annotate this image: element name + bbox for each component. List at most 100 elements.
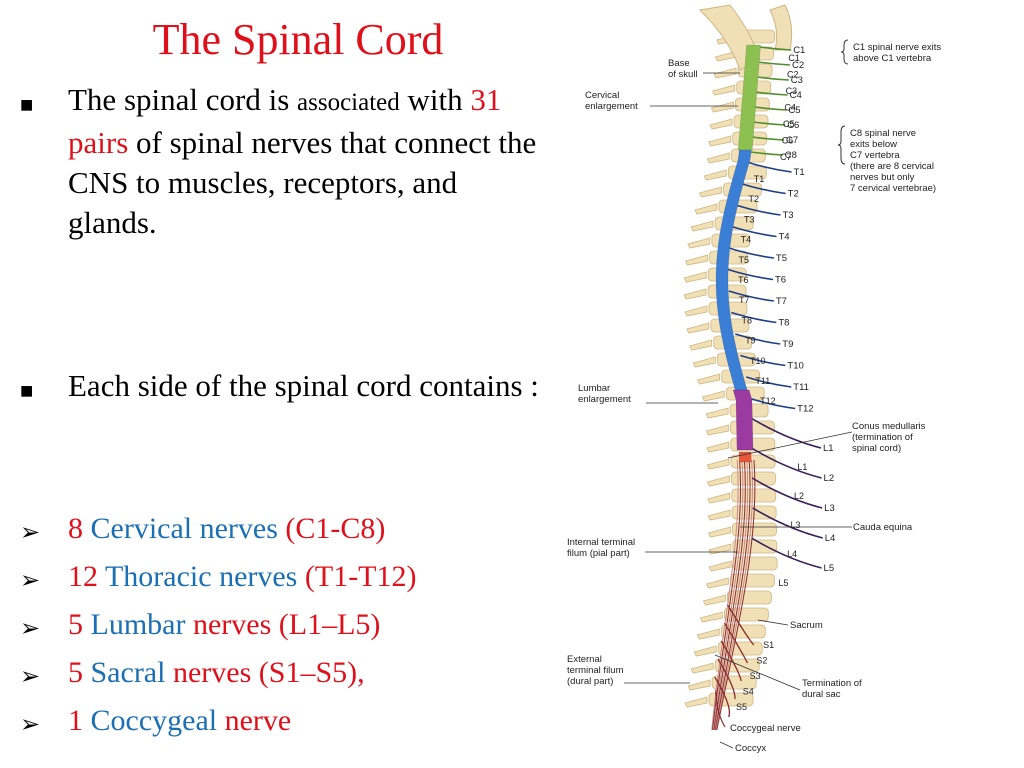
nerve-label-t5: T5: [776, 253, 787, 264]
vertebra-label-t4: T4: [741, 235, 752, 245]
vertebra-label-c6: C6: [782, 136, 794, 146]
cauda-equina-root: [711, 459, 739, 731]
nerve-label-t1: T1: [794, 167, 805, 178]
spinous-process: [698, 186, 722, 198]
label-coccygeal-nerve: Coccygeal nerve: [730, 723, 801, 734]
spinous-process: [696, 628, 720, 640]
bullet-paragraph-2: Each side of the spinal cord contains :: [68, 368, 539, 403]
nerve-range: nerves (L1–L5): [192, 608, 381, 641]
vertebra-label-t12: T12: [760, 396, 776, 406]
spinous-process: [707, 509, 731, 521]
spinal-nerve-c3: [756, 76, 789, 81]
annotation-labels: Base of skull Cervical enlargement Lumba…: [567, 42, 941, 754]
spinal-nerve-c8: [750, 151, 783, 156]
leader-line: [714, 654, 801, 691]
nerve-label-t6: T6: [775, 275, 786, 286]
spinal-nerve-t2: [740, 182, 786, 195]
nerve-item-cervical: 8 Cervical nerves (C1-C8): [68, 512, 385, 546]
nerve-label-t2: T2: [788, 189, 799, 200]
spinal-nerve-l1: [750, 417, 822, 449]
label-internal-filum-2: filum (pial part): [567, 548, 630, 559]
spinous-process: [707, 526, 731, 538]
nerve-label-t11: T11: [793, 382, 809, 393]
nerve-label-l2: L2: [824, 473, 835, 484]
spinous-process: [690, 662, 714, 674]
arrow-bullet-icon: ➢: [20, 664, 41, 690]
label-lumbar-enlargement-2: enlargement: [578, 394, 631, 405]
spinous-process: [706, 441, 730, 453]
spinous-process: [706, 152, 730, 164]
spinous-process: [683, 288, 707, 300]
label-c8-note-4: (there are 8 cervical: [850, 161, 934, 172]
bullet-1-highlight: 31 pairs: [68, 82, 502, 160]
cauda-equina-root: [716, 459, 756, 731]
label-coccyx: Coccyx: [735, 743, 766, 754]
label-conus-medullaris: Conus medullaris: [852, 421, 926, 432]
bullet-1-part-5: of spinal nerves that connect the CNS to…: [68, 125, 537, 240]
spinous-process: [709, 118, 733, 130]
spinal-nerve-t5: [728, 247, 775, 259]
label-internal-filum: Internal terminal: [567, 537, 635, 548]
coccygeal-nerve: [715, 689, 726, 728]
label-c8-note-5: nerves but only: [850, 172, 915, 183]
spinal-nerve-c6: [753, 121, 786, 126]
vertebra-label-s3: S3: [750, 671, 761, 681]
vertebra-label-t7: T7: [739, 295, 750, 305]
spinal-nerve-c4: [755, 91, 788, 96]
square-bullet-icon: ■: [20, 92, 34, 117]
nerve-range: (C1-C8): [285, 512, 386, 545]
spinal-nerve-t11: [746, 376, 792, 388]
nerve-label-t8: T8: [778, 318, 789, 329]
nerve-label-c1: C1: [793, 45, 805, 56]
nerve-label-c4: C4: [790, 90, 802, 101]
nerve-label-t4: T4: [778, 232, 789, 243]
vertebra-label-t9: T9: [745, 336, 756, 346]
vertebra-label-t1: T1: [754, 174, 765, 184]
vertebra-label-t11: T11: [755, 376, 770, 386]
vertebra-label-s5: S5: [736, 702, 747, 712]
arrow-bullet-icon: ➢: [20, 616, 41, 642]
vertebra-label-s4: S4: [743, 687, 754, 697]
spinal-nerve-c1: [759, 46, 792, 51]
nerve-label-t3: T3: [782, 210, 793, 221]
nerve-range: (T1-T12): [304, 560, 417, 593]
cauda-equina-root: [712, 459, 742, 731]
spinous-process: [708, 135, 732, 147]
nerve-count: 5: [68, 656, 83, 689]
vertebra-label-c4: C4: [784, 103, 796, 113]
vertebra-label-l4: L4: [787, 549, 797, 559]
label-dural-sac: Termination of: [802, 678, 862, 689]
label-cervical-enlargement: Cervical: [585, 90, 619, 101]
nerve-label-l5: L5: [824, 563, 835, 574]
spinal-nerve-t6: [727, 268, 774, 281]
spinous-process: [692, 356, 716, 368]
vertebra-label-t5: T5: [739, 255, 750, 265]
label-c1-note-2: above C1 vertebra: [853, 53, 932, 64]
vertebra-label-l2: L2: [794, 491, 804, 501]
spinous-process: [689, 339, 713, 351]
label-c8-note-3: C7 vertebra: [850, 150, 900, 161]
spinal-nerve-t12: [749, 397, 796, 410]
spinous-process: [693, 645, 717, 657]
spinal-nerve-t8: [731, 311, 777, 324]
label-conus-medullaris-3: spinal cord): [852, 443, 901, 454]
slide-title: The Spinal Cord: [152, 15, 444, 64]
spinal-nerve-l4: [752, 507, 823, 539]
nerve-item-coccygeal: 1 Coccygeal nerve: [68, 704, 291, 738]
nerve-labels: C1C2C3C4C5C6C7C8T1T2T3T4T5T6T7T8T9T10T11…: [775, 45, 835, 574]
nerve-item-thoracic: 12 Thoracic nerves (T1-T12): [68, 560, 417, 594]
nerve-label-t10: T10: [787, 361, 803, 372]
spinous-process: [708, 543, 732, 555]
nerve-item-sacral: 5 Sacral nerves (S1–S5),: [68, 656, 365, 690]
cauda-equina-root: [715, 459, 754, 731]
sacral-nerve-s3: [720, 640, 742, 682]
spinous-process: [684, 254, 708, 266]
cauda-equina-root: [714, 459, 751, 731]
spinous-process: [705, 407, 729, 419]
nerve-count: 12: [68, 560, 98, 593]
spinous-process: [707, 492, 731, 504]
arrow-bullet-icon: ➢: [20, 568, 41, 594]
vertebra-label-l5: L5: [778, 578, 788, 588]
label-external-filum: External: [567, 654, 602, 665]
spinous-process: [699, 611, 723, 623]
